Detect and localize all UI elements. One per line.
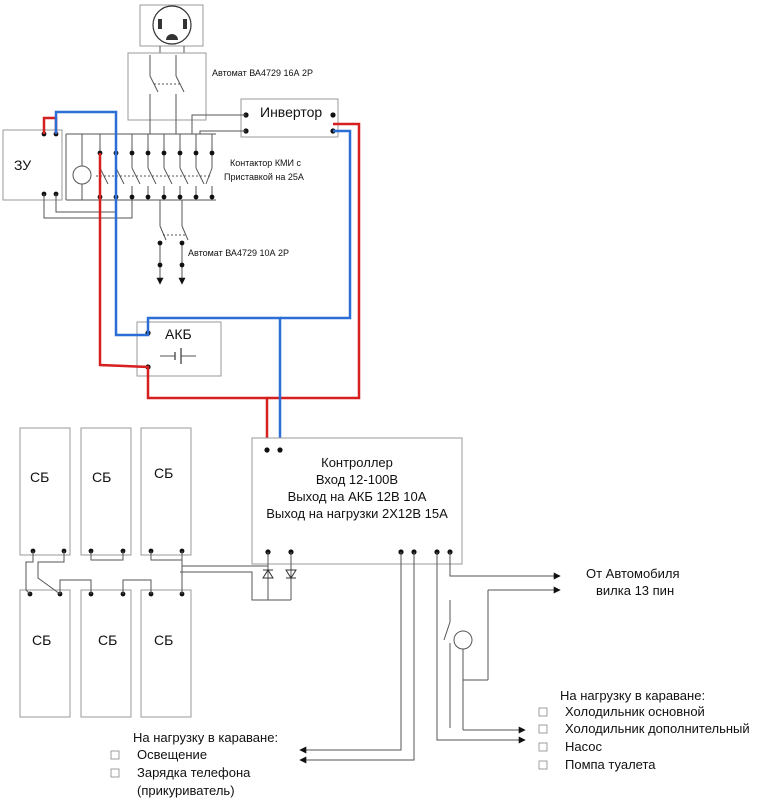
solar-panel-label: СБ bbox=[98, 632, 117, 648]
solar-panel bbox=[19, 589, 71, 718]
checkbox-icon bbox=[110, 768, 120, 778]
controller-load-output: Выход на нагрузки 2Х12В 15А bbox=[266, 506, 448, 521]
load-outputs-left bbox=[299, 552, 415, 764]
load-left-item: Зарядка телефона bbox=[137, 765, 251, 780]
breaker-16a-label: Автомат ВА4729 16А 2Р bbox=[212, 68, 313, 78]
inverter-box bbox=[240, 98, 339, 138]
panel-wiring bbox=[25, 551, 268, 595]
solar-panel-label: СБ bbox=[32, 632, 51, 648]
charger-label: ЗУ bbox=[14, 157, 31, 173]
controller-title: Контроллер bbox=[321, 455, 393, 470]
inverter-label: Инвертор bbox=[260, 104, 322, 120]
controller-battery-output: Выход на АКБ 12В 10А bbox=[288, 489, 427, 504]
solar-panel bbox=[80, 427, 132, 556]
load-right-item: Помпа туалета bbox=[565, 757, 656, 772]
checkbox-icon bbox=[538, 760, 548, 770]
load-right-item: Холодильник основной bbox=[565, 704, 705, 719]
car-source-label-1: От Автомобиля bbox=[586, 566, 680, 581]
solar-panel bbox=[80, 589, 132, 718]
contactor-label-2: Приставкой на 25А bbox=[224, 172, 304, 182]
checkbox-icon bbox=[538, 742, 548, 752]
contactor bbox=[43, 114, 246, 219]
negative-wire-inverter bbox=[280, 129, 352, 320]
solar-panel-label: СБ bbox=[154, 465, 173, 481]
load-outputs-right bbox=[436, 552, 561, 744]
breaker-10a bbox=[156, 200, 189, 285]
negative-wire bbox=[114, 153, 282, 450]
load-right-item: Насос bbox=[565, 739, 602, 754]
solar-panel-label: СБ bbox=[154, 632, 173, 648]
breaker-16a bbox=[127, 52, 207, 121]
solar-panel-label: СБ bbox=[30, 469, 49, 485]
checkbox-icon bbox=[538, 707, 548, 717]
positive-wire-inverter bbox=[267, 122, 361, 400]
load-left-item: (прикуриватель) bbox=[137, 783, 235, 798]
load-left-item: Освещение bbox=[137, 747, 207, 762]
battery-box bbox=[136, 321, 222, 377]
solar-panel-label: СБ bbox=[92, 469, 111, 485]
breaker-10a-label: Автомат ВА4729 10А 2Р bbox=[188, 248, 289, 258]
positive-wire bbox=[98, 153, 269, 450]
load-right-title: На нагрузку в караване: bbox=[560, 688, 705, 703]
solar-panel bbox=[140, 427, 192, 556]
power-socket-icon bbox=[139, 4, 204, 55]
car-source-label-2: вилка 13 пин bbox=[596, 583, 674, 598]
checkbox-icon bbox=[110, 750, 120, 760]
diode-pair bbox=[180, 552, 297, 601]
contactor-label-1: Контактор КМИ с bbox=[230, 158, 302, 168]
solar-panel bbox=[140, 589, 192, 718]
battery-label: АКБ bbox=[165, 326, 192, 342]
controller-input: Вход 12-100В bbox=[316, 472, 398, 487]
charger-box bbox=[2, 129, 63, 201]
negative-wire-charger bbox=[54, 110, 118, 153]
solar-panel bbox=[19, 427, 71, 556]
load-right-item: Холодильник дополнительный bbox=[565, 721, 750, 736]
controller-box bbox=[251, 437, 463, 565]
load-left-title: На нагрузку в караване: bbox=[133, 730, 278, 745]
checkbox-icon bbox=[538, 724, 548, 734]
